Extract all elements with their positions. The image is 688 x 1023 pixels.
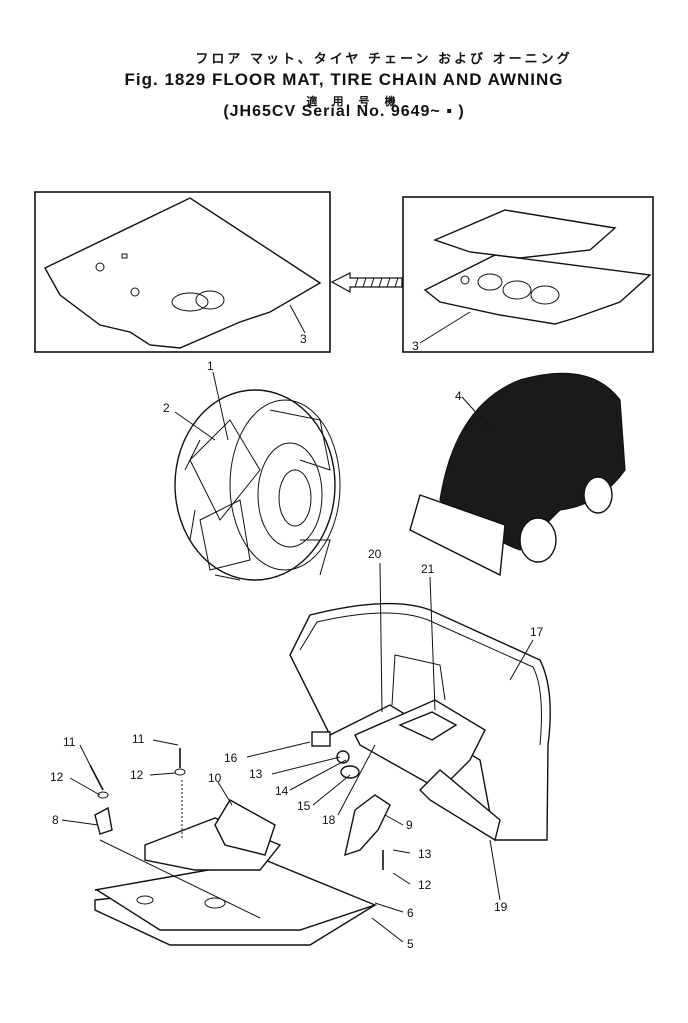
bracket-9 [344, 794, 391, 870]
callout-12-left: 12 [50, 770, 64, 784]
title-japanese: フロア マット、タイヤ チェーン および オーニング [195, 51, 573, 66]
floor-mat-assembly [94, 817, 378, 946]
callout-10: 10 [208, 771, 222, 785]
hatched-left-arrow-icon [330, 272, 403, 294]
callout-9: 9 [406, 818, 413, 832]
callout-16: 16 [224, 751, 238, 765]
awning-machine-illustration [409, 372, 626, 577]
bolts-left [89, 748, 261, 919]
callout-6: 6 [407, 906, 414, 920]
callout-11-right: 11 [132, 732, 145, 746]
callout-4: 4 [455, 389, 462, 403]
callout-3-right: 3 [412, 339, 419, 353]
figure-title: Fig. 1829 FLOOR MAT, TIRE CHAIN AND AWNI… [124, 70, 564, 89]
tire-chain-illustration [174, 389, 341, 581]
inset-floor-mat-right [402, 196, 654, 353]
callout-17: 17 [530, 625, 544, 639]
bracket-10 [214, 799, 276, 856]
callout-5: 5 [407, 937, 414, 951]
callout-12-right: 12 [418, 878, 432, 892]
callout-21: 21 [421, 562, 435, 576]
inset-floor-mat-left [34, 191, 331, 353]
callout-3-left: 3 [300, 332, 307, 346]
small-parts [311, 731, 360, 779]
callout-18: 18 [322, 813, 336, 827]
callout-1: 1 [207, 359, 214, 373]
callout-13-left: 13 [249, 767, 263, 781]
leader-lines [61, 371, 534, 943]
callout-12-mid: 12 [130, 768, 144, 782]
callout-labels: 1 2 3 3 4 5 6 8 9 10 11 11 12 12 12 13 1… [50, 332, 544, 951]
callout-19: 19 [494, 900, 508, 914]
serial-japanese: 適 用 号 機 [306, 96, 402, 108]
callout-11-left: 11 [63, 735, 76, 749]
callout-8: 8 [52, 813, 59, 827]
callout-14: 14 [275, 784, 289, 798]
callout-13-right: 13 [418, 847, 432, 861]
callout-15: 15 [297, 799, 311, 813]
callout-20: 20 [368, 547, 382, 561]
serial-range: (JH65CV Serial No. 9649~ ▪ ) [223, 103, 465, 120]
callout-2: 2 [163, 401, 170, 415]
guard-box-assembly [289, 602, 551, 842]
